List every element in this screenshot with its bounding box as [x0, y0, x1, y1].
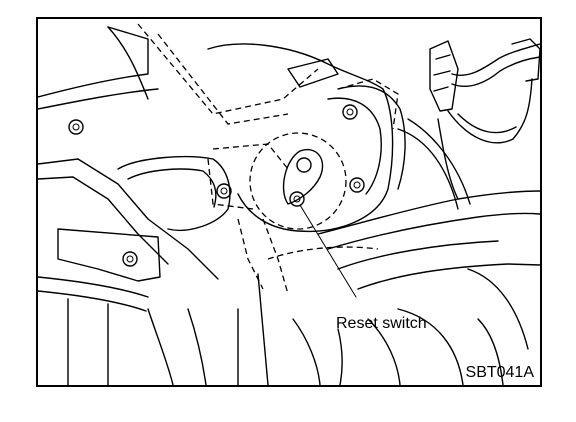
mounting-bolts: [68, 104, 365, 267]
bolt-center-left: [216, 183, 232, 199]
door-panel-lines: [38, 26, 269, 385]
callout-leader-line: [299, 204, 357, 298]
reset-switch-label: Reset switch: [336, 315, 427, 332]
wiring-harness: [429, 38, 540, 200]
regulator-housing: [207, 43, 406, 233]
bolt-right: [349, 177, 365, 193]
bolt-upper-left: [68, 119, 84, 135]
hidden-outlines: [137, 23, 399, 295]
figure-id-label: SBT041A: [465, 364, 534, 381]
door-lower-structure: [292, 118, 540, 385]
bolt-upper-right: [342, 104, 358, 120]
illustration-frame: Reset switch SBT041A: [36, 17, 542, 387]
mounting-bracket: [57, 155, 231, 282]
reset-switch: [282, 148, 324, 207]
door-mechanism-drawing: [38, 23, 540, 385]
bolt-lower-left: [122, 251, 138, 267]
